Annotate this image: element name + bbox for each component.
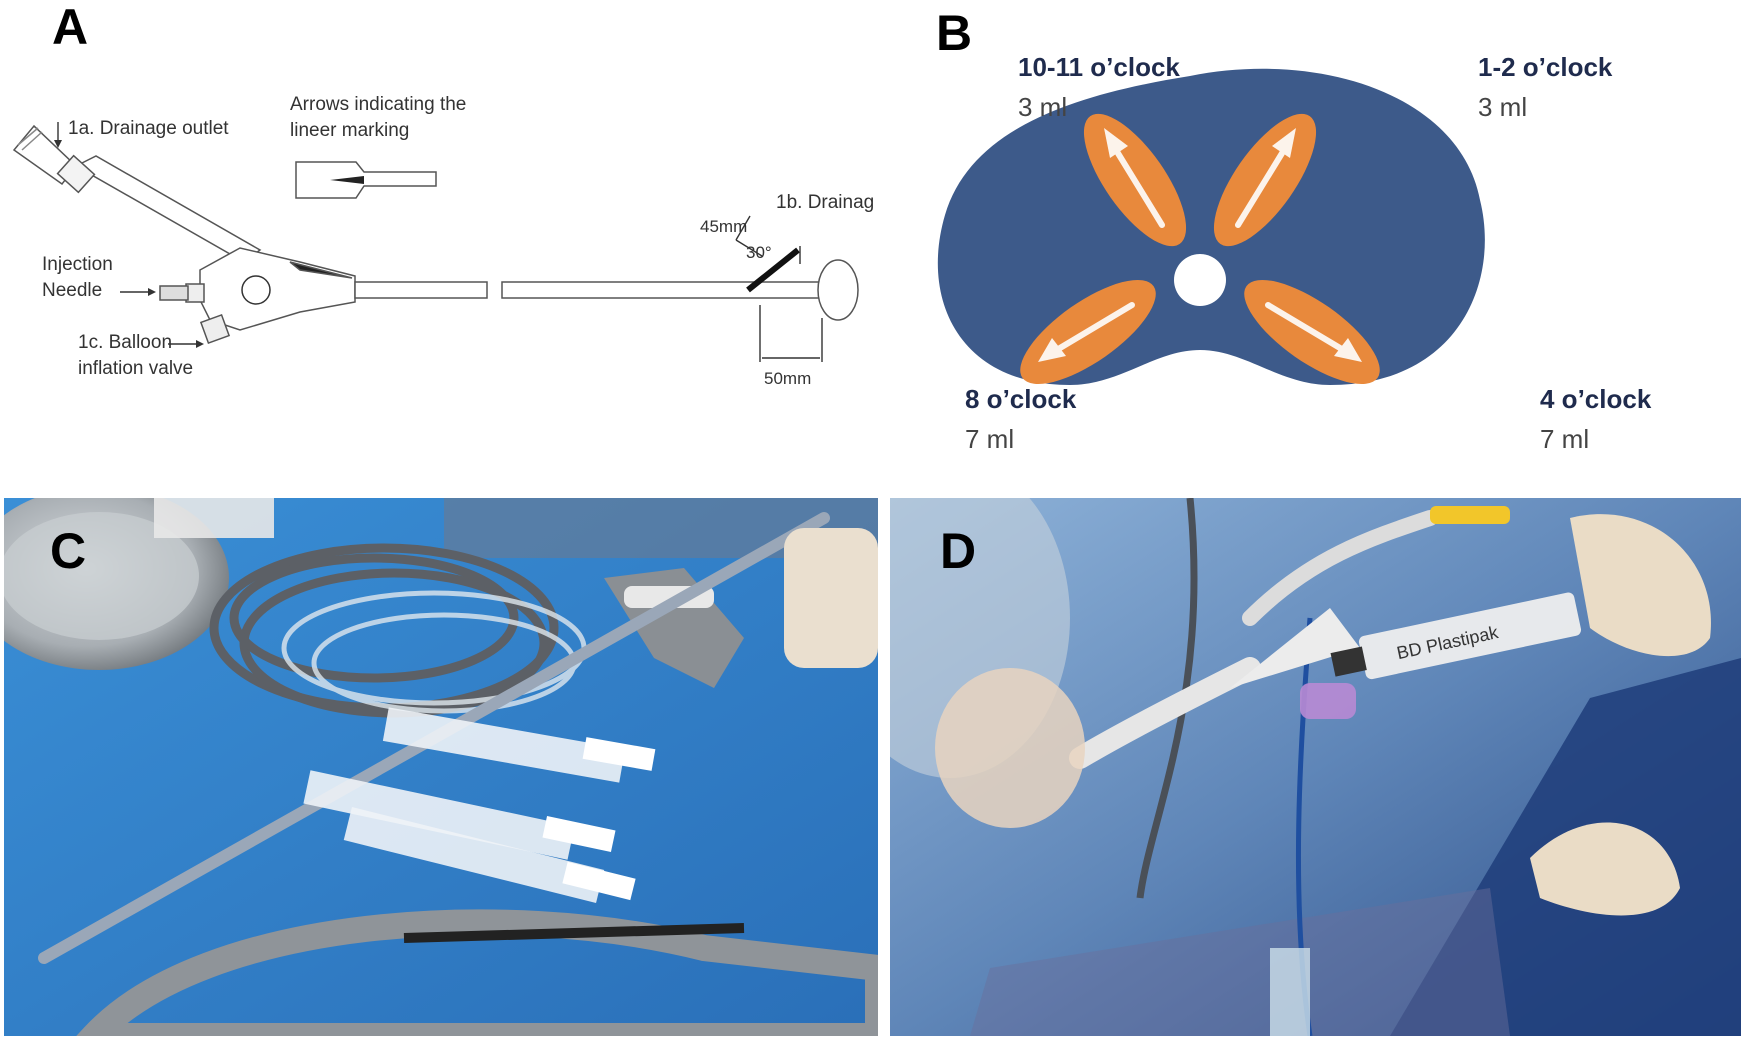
clock-label-4: 4 o’clock: [1540, 384, 1652, 414]
syringe: BD Plastipak: [1330, 592, 1582, 680]
urethra-center: [1174, 254, 1226, 306]
catheter-shaft: [354, 247, 859, 321]
procedure-illustration: BD Plastipak: [890, 498, 1741, 1036]
label-arrows-line2: lineer marking: [290, 120, 409, 141]
injection-arrows: [1020, 113, 1380, 385]
label-injection-line2: Needle: [42, 280, 102, 301]
gloved-hand-bottom: [1530, 822, 1680, 916]
catheter-hub-photo: [1230, 608, 1360, 688]
panel-letter-a: A: [52, 0, 89, 55]
panel-letter-b: B: [936, 5, 973, 61]
volume-label-1-2: 3 ml: [1478, 92, 1527, 122]
catheter-photo: [1069, 657, 1261, 769]
label-drainage-outlet: 1a. Drainage outlet: [68, 118, 229, 139]
clock-label-1-2: 1-2 o’clock: [1478, 52, 1613, 82]
label-balloon-line1: 1c. Balloon: [78, 332, 172, 353]
label-arrows-line1: Arrows indicating the: [290, 94, 466, 115]
panel-c-instrument-photo: C: [4, 498, 878, 1036]
grey-cable-bottom: [76, 909, 878, 1036]
gloved-hand: [784, 528, 878, 668]
label-drainag: 1b. Drainag: [776, 192, 874, 213]
syringes: [303, 707, 656, 903]
catheter-schematic: 1a. Drainage outlet Arrows indicating th…: [12, 94, 874, 388]
panel-a-device-schematic: A: [0, 0, 880, 490]
volume-label-10-11: 3 ml: [1018, 92, 1067, 122]
label-injection-line1: Injection: [42, 254, 113, 275]
clock-label-10-11: 10-11 o’clock: [1018, 52, 1180, 82]
panel-d-procedure-photo: BD Plastipak D: [890, 498, 1741, 1036]
label-dim-45: 45mm: [700, 217, 747, 236]
gloved-hand-top: [1570, 514, 1711, 657]
catheter-hub: [159, 247, 356, 345]
clock-label-8: 8 o’clock: [965, 384, 1077, 414]
label-dim-50: 50mm: [764, 369, 811, 388]
label-balloon-line2: inflation valve: [78, 358, 193, 379]
panel-letter-c: C: [50, 523, 87, 579]
volume-label-4: 7 ml: [1540, 424, 1589, 454]
linear-marking-inset: [295, 161, 437, 199]
leader-arrows: [54, 122, 823, 362]
panel-b-injection-positions: B 10-11 o’clock 3 ml 1-2 o’clock 3 ml 8 …: [900, 0, 1745, 490]
volume-label-8: 7 ml: [965, 424, 1014, 454]
electrode: [403, 923, 745, 943]
label-angle-30: 30°: [746, 243, 772, 262]
blurred-region: [935, 668, 1085, 828]
injection-position-diagram: 10-11 o’clock 3 ml 1-2 o’clock 3 ml 8 o’…: [937, 52, 1652, 454]
yellow-cap: [1430, 506, 1510, 524]
panel-letter-d: D: [940, 523, 977, 579]
instrument-tray-illustration: [4, 498, 878, 1036]
grey-cable: [1136, 498, 1198, 899]
drainage-outlet-funnel: [12, 124, 262, 263]
